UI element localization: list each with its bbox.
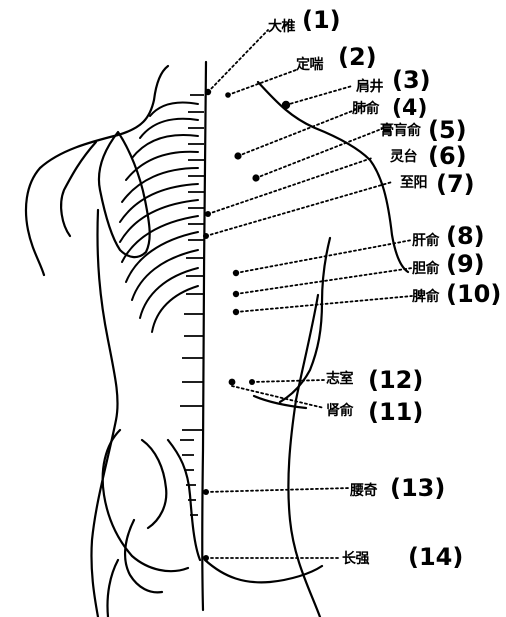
point-14-number: (14) <box>408 545 463 569</box>
point-6-name: 灵台 <box>390 150 417 164</box>
point-8-number: (8) <box>446 224 485 248</box>
point-8-name: 肝俞 <box>412 234 439 248</box>
point-7-name: 至阳 <box>400 176 427 190</box>
left-leg-line <box>107 560 118 617</box>
point-7-number: (7) <box>436 172 475 196</box>
point-3-name: 肩井 <box>356 80 383 94</box>
femur-head <box>125 520 162 592</box>
point-13-name: 腰奇 <box>350 484 377 498</box>
point-9-number: (9) <box>446 252 485 276</box>
point-4-number: (4) <box>392 98 427 120</box>
point-12-number: (12) <box>368 368 423 392</box>
point-11-number: (11) <box>368 400 423 424</box>
point-5-name: 膏肓俞 <box>380 124 421 138</box>
point-2-number: (2) <box>338 45 377 69</box>
shoulder-arm-outline <box>61 142 96 236</box>
vertebrae <box>180 95 204 515</box>
ribs <box>120 103 198 333</box>
point-9-name: 胆俞 <box>412 262 439 276</box>
point-12-name: 志室 <box>326 372 353 386</box>
point-13-number: (13) <box>390 476 445 500</box>
point-1-name: 大椎 <box>268 20 295 34</box>
left-torso-outline <box>91 210 117 617</box>
point-11-name: 肾俞 <box>326 404 353 418</box>
point-4-name: 肺俞 <box>352 102 379 116</box>
right-trapezius <box>258 82 408 272</box>
point-5-number: (5) <box>428 118 467 142</box>
point-1-number: (1) <box>302 8 341 32</box>
point-3-number: (3) <box>392 68 431 92</box>
point-2-name: 定喘 <box>296 58 323 72</box>
right-waist <box>288 295 320 617</box>
point-14-name: 长强 <box>342 552 369 566</box>
point-10-number: (10) <box>446 282 501 306</box>
ilium-inner <box>142 440 166 528</box>
point-10-name: 脾俞 <box>412 290 439 304</box>
right-flank <box>280 238 330 402</box>
point-6-number: (6) <box>428 144 467 168</box>
